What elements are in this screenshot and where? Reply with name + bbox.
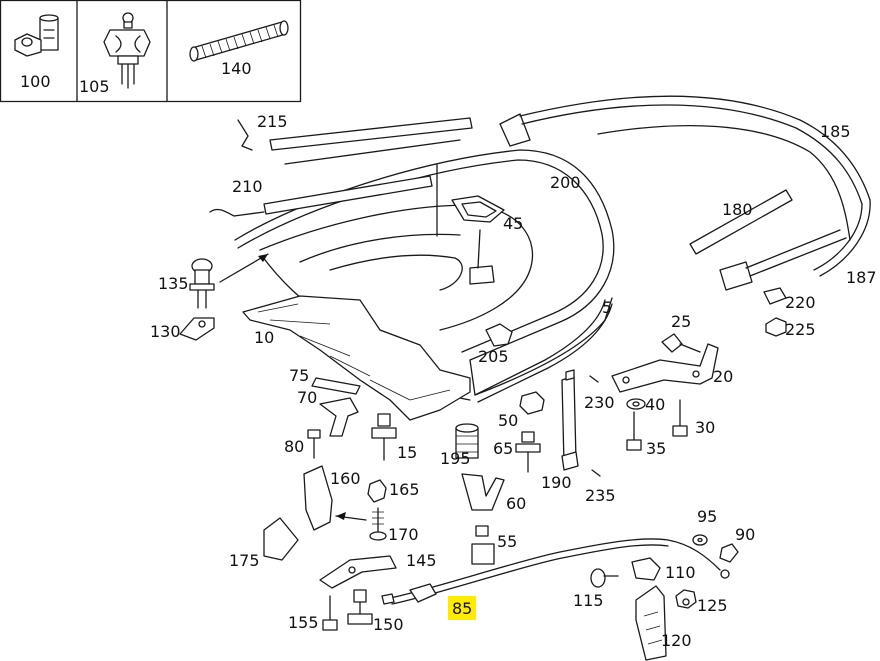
callout-110[interactable]: 110 [665,563,696,582]
callout-115[interactable]: 115 [573,591,604,610]
callout-70[interactable]: 70 [297,388,317,407]
callout-85[interactable]: 85 [452,599,472,618]
callout-235[interactable]: 235 [585,486,616,505]
cover-panel-175 [263,517,299,561]
guide-rail-185 [499,95,871,277]
callout-187[interactable]: 187 [846,268,877,287]
callout-75[interactable]: 75 [289,366,309,385]
callout-195[interactable]: 195 [440,449,471,468]
block-50 [519,391,545,415]
seal-strip-210 [209,175,433,217]
grommet-95 [692,534,708,546]
callout-90[interactable]: 90 [735,525,755,544]
bolt-15 [371,413,397,461]
callout-60[interactable]: 60 [506,494,526,513]
callout-15[interactable]: 15 [397,443,417,462]
rubber-mount-55 [471,525,495,565]
callout-95[interactable]: 95 [697,507,717,526]
bolt-65 [515,431,541,473]
callout-170[interactable]: 170 [388,525,419,544]
callout-125[interactable]: 125 [697,596,728,615]
callout-80[interactable]: 80 [284,437,304,456]
callout-190[interactable]: 190 [541,473,572,492]
bracket-70 [311,377,361,437]
inset-panel [0,0,302,103]
bolt-115 [590,568,619,588]
seal-strip-215 [237,117,473,165]
clip-165 [367,479,387,503]
bracket-60 [461,473,505,511]
callout-180[interactable]: 180 [722,200,753,219]
clip-220 [763,287,787,337]
callout-215[interactable]: 215 [257,112,288,131]
callout-150[interactable]: 150 [373,615,404,634]
washer-40 [626,398,646,410]
release-cable-85 [381,538,730,605]
top-cover-body [219,149,615,421]
callout-10[interactable]: 10 [254,328,274,347]
callout-20[interactable]: 20 [713,367,733,386]
clip-205 [485,323,513,347]
callout-135[interactable]: 135 [158,274,189,293]
bumper-195 [455,423,479,459]
cover-panel-160 [303,465,367,531]
callout-155[interactable]: 155 [288,613,319,632]
callout-30[interactable]: 30 [695,418,715,437]
bolt-155 [322,595,338,631]
bolt-150 [347,589,373,625]
highlight-85 [448,596,476,620]
callout-205[interactable]: 205 [478,347,509,366]
callout-35[interactable]: 35 [646,439,666,458]
callout-labels: 100 105 140 215 210 200 185 180 187 45 1… [20,59,877,650]
push-rivet-icon [103,12,151,89]
callout-225[interactable]: 225 [785,320,816,339]
clip-icon [14,14,59,57]
callout-175[interactable]: 175 [229,551,260,570]
callout-210[interactable]: 210 [232,177,263,196]
bolt-80 [307,429,321,459]
corrugated-hose-icon [189,20,289,62]
guide-rail-180 [689,189,847,291]
callout-65[interactable]: 65 [493,439,513,458]
lock-plate-120 [635,585,667,661]
hinge-linkage-20 [611,333,719,393]
callout-55[interactable]: 55 [497,532,517,551]
callout-220[interactable]: 220 [785,293,816,312]
callout-145[interactable]: 145 [406,551,437,570]
bracket-145 [319,555,397,589]
callout-230[interactable]: 230 [584,393,615,412]
callout-25[interactable]: 25 [671,312,691,331]
callout-45[interactable]: 45 [503,214,523,233]
callout-200[interactable]: 200 [550,173,581,192]
bolt-30 [672,399,688,437]
nut-125 [675,589,697,609]
callout-185[interactable]: 185 [820,122,851,141]
callout-40[interactable]: 40 [645,395,665,414]
screw-170 [369,507,387,541]
callout-160[interactable]: 160 [330,469,361,488]
bolt-35 [626,411,642,451]
callout-120[interactable]: 120 [661,631,692,650]
callout-5[interactable]: 5 [602,298,612,317]
callout-130[interactable]: 130 [150,322,181,341]
bracket-130 [179,317,215,341]
clip-90 [719,543,739,563]
callout-50[interactable]: 50 [498,411,518,430]
callout-140[interactable]: 140 [221,59,252,78]
callout-105[interactable]: 105 [79,77,110,96]
gas-strut-190 [561,369,601,477]
bolt-135 [189,258,215,309]
clamp-110 [631,557,661,581]
callout-100[interactable]: 100 [20,72,51,91]
callout-165[interactable]: 165 [389,480,420,499]
